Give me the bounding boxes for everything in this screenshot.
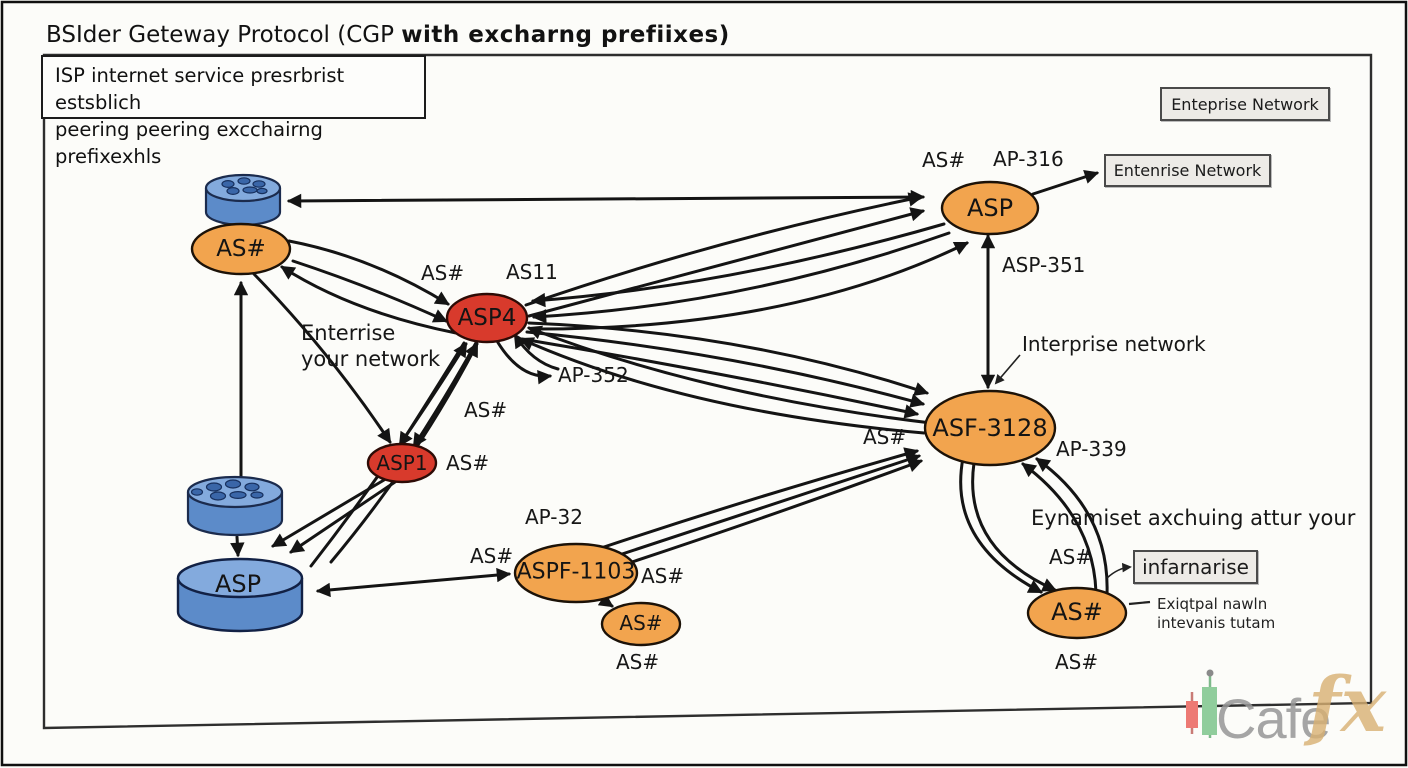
router-top-icon	[204, 173, 282, 227]
isp-note-line2: peering peering excchairng prefixexhls	[55, 118, 323, 168]
label-ext-line2: intevanis tutam	[1157, 614, 1276, 632]
node-aspf-1103	[513, 542, 639, 604]
label-as-mid-left: AS#	[470, 544, 514, 568]
isp-note-line1: ISP internet service presrbrist estsblic…	[55, 64, 345, 114]
title-part1: BSIder Geteway Protocol (CGP	[46, 22, 402, 48]
label-as-right-asp1: AS#	[446, 451, 490, 475]
label-asp351: ASP-351	[1002, 253, 1086, 277]
node-asp4	[445, 292, 529, 344]
watermark-cafe-text: Cafe	[1216, 687, 1331, 750]
label-as-above-asp1: AS#	[464, 398, 508, 422]
node-as-bottom-right	[1026, 586, 1128, 640]
node-asp-top-label: ASP	[966, 194, 1014, 222]
node-as-left-label: AS#	[216, 236, 266, 262]
title-part2: with excharng prefiixes)	[401, 22, 730, 48]
label-ap32: AP-32	[525, 505, 583, 529]
isp-note-box: ISP internet service presrbrist estsblic…	[41, 55, 426, 168]
enterprise-network-top-box: Enteprise Network	[1160, 87, 1330, 121]
watermark-fx-text: fx	[1308, 660, 1387, 749]
label-as-below-small: AS#	[616, 650, 660, 674]
enterprise-network-mid-box: Entenrise Network	[1104, 154, 1271, 187]
label-as-right-aspf: AS#	[641, 564, 685, 588]
node-asf-3128-label: ASF-3128	[932, 414, 1048, 442]
node-as-bottom-right-label: AS#	[1051, 598, 1103, 626]
thin-arrows	[994, 354, 1151, 606]
label-enterrise-line2: your network	[301, 347, 441, 371]
label-as-above-asp4: AS#	[421, 261, 465, 285]
watermark-candlestick-icon	[1186, 669, 1217, 738]
arrows	[230, 169, 1109, 608]
page-title: BSIder Geteway Protocol (CGP with exchar…	[46, 22, 730, 48]
node-as-small-label: AS#	[619, 611, 663, 635]
node-asf-3128	[923, 389, 1057, 467]
infarnarise-box: infarnarise	[1133, 550, 1258, 584]
label-ext-line1: Exiqtpal nawln	[1157, 595, 1268, 613]
main-border	[42, 53, 1373, 730]
label-enterrise-line1: Enterrise	[301, 321, 396, 345]
node-aspf-1103-label: ASPF-1103	[516, 559, 636, 585]
label-as-above-br: AS#	[1049, 545, 1093, 569]
label-eynamiset: Eynamiset axchuing attur your	[1031, 506, 1356, 530]
label-ap339: AP-339	[1056, 437, 1127, 461]
label-ap352: AP-352	[558, 363, 629, 387]
label-ap316: AP-316	[993, 147, 1064, 171]
label-interprise-network: Interprise network	[1022, 332, 1206, 356]
label-as-top: AS#	[922, 148, 966, 172]
label-as-left-asf: AS#	[863, 425, 907, 449]
node-asp1	[366, 442, 438, 484]
node-as-small	[600, 601, 682, 647]
asp-cylinder-shape	[176, 557, 304, 633]
node-as-left	[190, 222, 292, 276]
node-asp-cylinder-label: ASP	[214, 570, 262, 598]
router-bottom-icon	[186, 475, 284, 537]
node-asp4-label: ASP4	[457, 305, 517, 331]
node-asp-top	[940, 180, 1040, 236]
label-as-below-br: AS#	[1055, 650, 1099, 674]
node-asp1-label: ASP1	[376, 451, 428, 475]
label-as11: AS11	[506, 260, 558, 284]
